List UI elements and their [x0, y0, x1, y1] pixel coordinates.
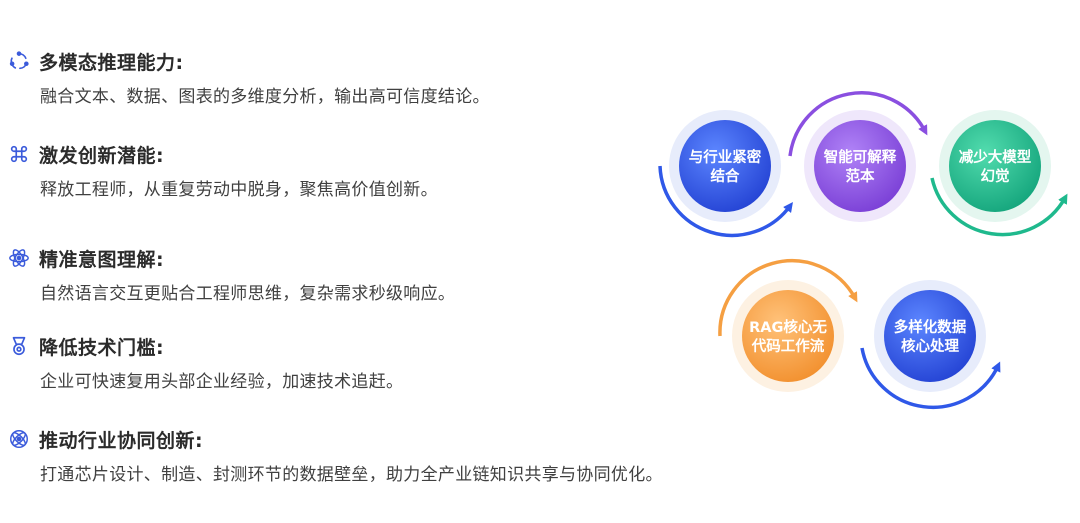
node-label-line1: 多样化数据	[894, 318, 967, 336]
diagram-node-reduce-hallucination: 减少大模型 幻觉	[939, 110, 1051, 222]
feature-title: 激发创新潜能:	[39, 144, 165, 167]
feature-description: 自然语言交互更贴合工程师思维，复杂需求秒级响应。	[40, 284, 456, 304]
atom-icon	[8, 247, 30, 269]
node-label-line2: 核心处理	[901, 337, 959, 355]
command-key-icon	[8, 143, 30, 165]
feature-lower-barrier: 降低技术门槛: 企业可快速复用头部企业经验，加速技术追赶。	[8, 333, 403, 392]
diagram-node-data-processing: 多样化数据 核心处理	[874, 280, 986, 392]
feature-title: 精准意图理解:	[39, 248, 165, 271]
feature-innovation-potential: 激发创新潜能: 释放工程师，从重复劳动中脱身，聚焦高价值创新。	[8, 141, 438, 200]
capability-diagram: 与行业紧密 结合 智能可解释 范本 减少大模型 幻觉 RAG核心无 代码工作流 …	[658, 91, 1068, 410]
diagram-node-rag-workflow: RAG核心无 代码工作流	[732, 280, 844, 392]
diagram-node-industry-integration: 与行业紧密 结合	[669, 110, 781, 222]
orbit-icon	[8, 428, 30, 450]
flow-arrow-green	[930, 177, 1068, 237]
feature-title: 多模态推理能力:	[39, 51, 184, 74]
diagram-node-explainable: 智能可解释 范本	[804, 110, 916, 222]
node-label-line2: 代码工作流	[751, 337, 825, 355]
medal-icon	[8, 335, 30, 357]
feature-description: 企业可快速复用头部企业经验，加速技术追赶。	[40, 372, 404, 392]
recycle-loop-icon	[8, 50, 30, 72]
feature-description: 释放工程师，从重复劳动中脱身，聚焦高价值创新。	[40, 180, 438, 200]
feature-title: 降低技术门槛:	[39, 336, 165, 359]
node-label-line2: 范本	[846, 167, 875, 185]
node-label-line1: 智能可解释	[824, 148, 897, 166]
node-label-line2: 结合	[711, 167, 740, 185]
feature-description: 打通芯片设计、制造、封测环节的数据壁垒，助力全产业链知识共享与协同优化。	[40, 465, 663, 485]
feature-multimodal-reasoning: 多模态推理能力: 融合文本、数据、图表的多维度分析，输出高可信度结论。	[8, 48, 490, 107]
feature-intent-understanding: 精准意图理解: 自然语言交互更贴合工程师思维，复杂需求秒级响应。	[8, 245, 455, 304]
node-label-line1: RAG核心无	[749, 318, 827, 336]
feature-description: 融合文本、数据、图表的多维度分析，输出高可信度结论。	[40, 87, 490, 107]
node-label-line1: 与行业紧密	[689, 148, 762, 166]
node-label-line2: 幻觉	[981, 167, 1010, 185]
flow-arrow-purple	[788, 91, 928, 157]
feature-collaborative-innovation: 推动行业协同创新: 打通芯片设计、制造、封测环节的数据壁垒，助力全产业链知识共享…	[8, 426, 663, 485]
flow-arrow-orange	[718, 258, 858, 337]
flow-arrow-blue-2	[860, 347, 1001, 410]
feature-title: 推动行业协同创新:	[39, 429, 204, 452]
flow-arrow-blue-1	[658, 165, 793, 238]
node-label-line1: 减少大模型	[959, 148, 1032, 166]
